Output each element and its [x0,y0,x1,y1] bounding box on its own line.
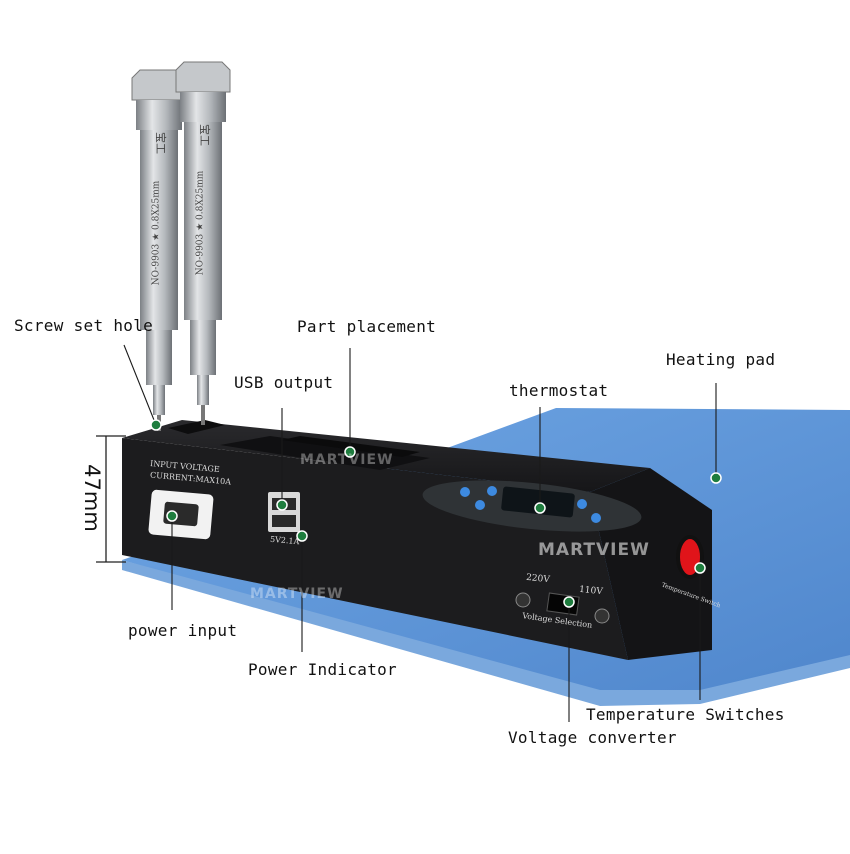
screwdriver-right-brand: 宝工 [198,124,211,146]
label-thermostat: thermostat [509,381,609,400]
label-screw-set-hole: Screw set hole [14,316,154,335]
part-tray-2 [220,436,430,470]
label-heating-pad: Heating pad [666,350,776,369]
screwdriver-right [175,61,231,425]
label-part-placement: Part placement [297,317,437,336]
marker-heating-pad [710,472,722,484]
label-power-indicator: Power Indicator [248,660,397,679]
marker-power-input [166,510,178,522]
label-temperature-switches: Temperature Switches [586,705,785,724]
label-power-input: power input [128,621,238,640]
marker-part-placement [344,446,356,458]
marker-dots [150,419,722,608]
marker-thermostat [534,502,546,514]
watermark: MARTVIEW [300,452,394,468]
marker-screw-set-hole [150,419,162,431]
marker-temperature-switches [694,562,706,574]
screwdriver-left-model: NO-9903 ★ 0.8X25mm [151,180,162,286]
part-tray-1 [168,420,225,434]
screwdriver-left-brand: 宝工 [154,132,167,154]
leader-lines [123,344,717,722]
marker-voltage-converter [563,596,575,608]
leader-screw-set-hole [123,344,157,426]
screwdriver-right-model: NO-9903 ★ 0.8X25mm [195,170,206,276]
marker-usb-output [276,499,288,511]
thermostat-panel [422,480,642,532]
label-voltage-converter: Voltage converter [508,728,677,747]
screwdriver-left [131,69,187,431]
marker-power-indicator [296,530,308,542]
label-usb-output: USB output [234,373,334,392]
usb-ports [268,492,300,532]
screw-right [594,608,610,624]
height-dimension-bracket [96,435,126,563]
watermark: MARTVIEW [250,586,344,602]
height-dimension-label: 47mm [79,464,104,532]
screw-left [515,592,531,608]
watermark: MARTVIEW [538,540,650,560]
